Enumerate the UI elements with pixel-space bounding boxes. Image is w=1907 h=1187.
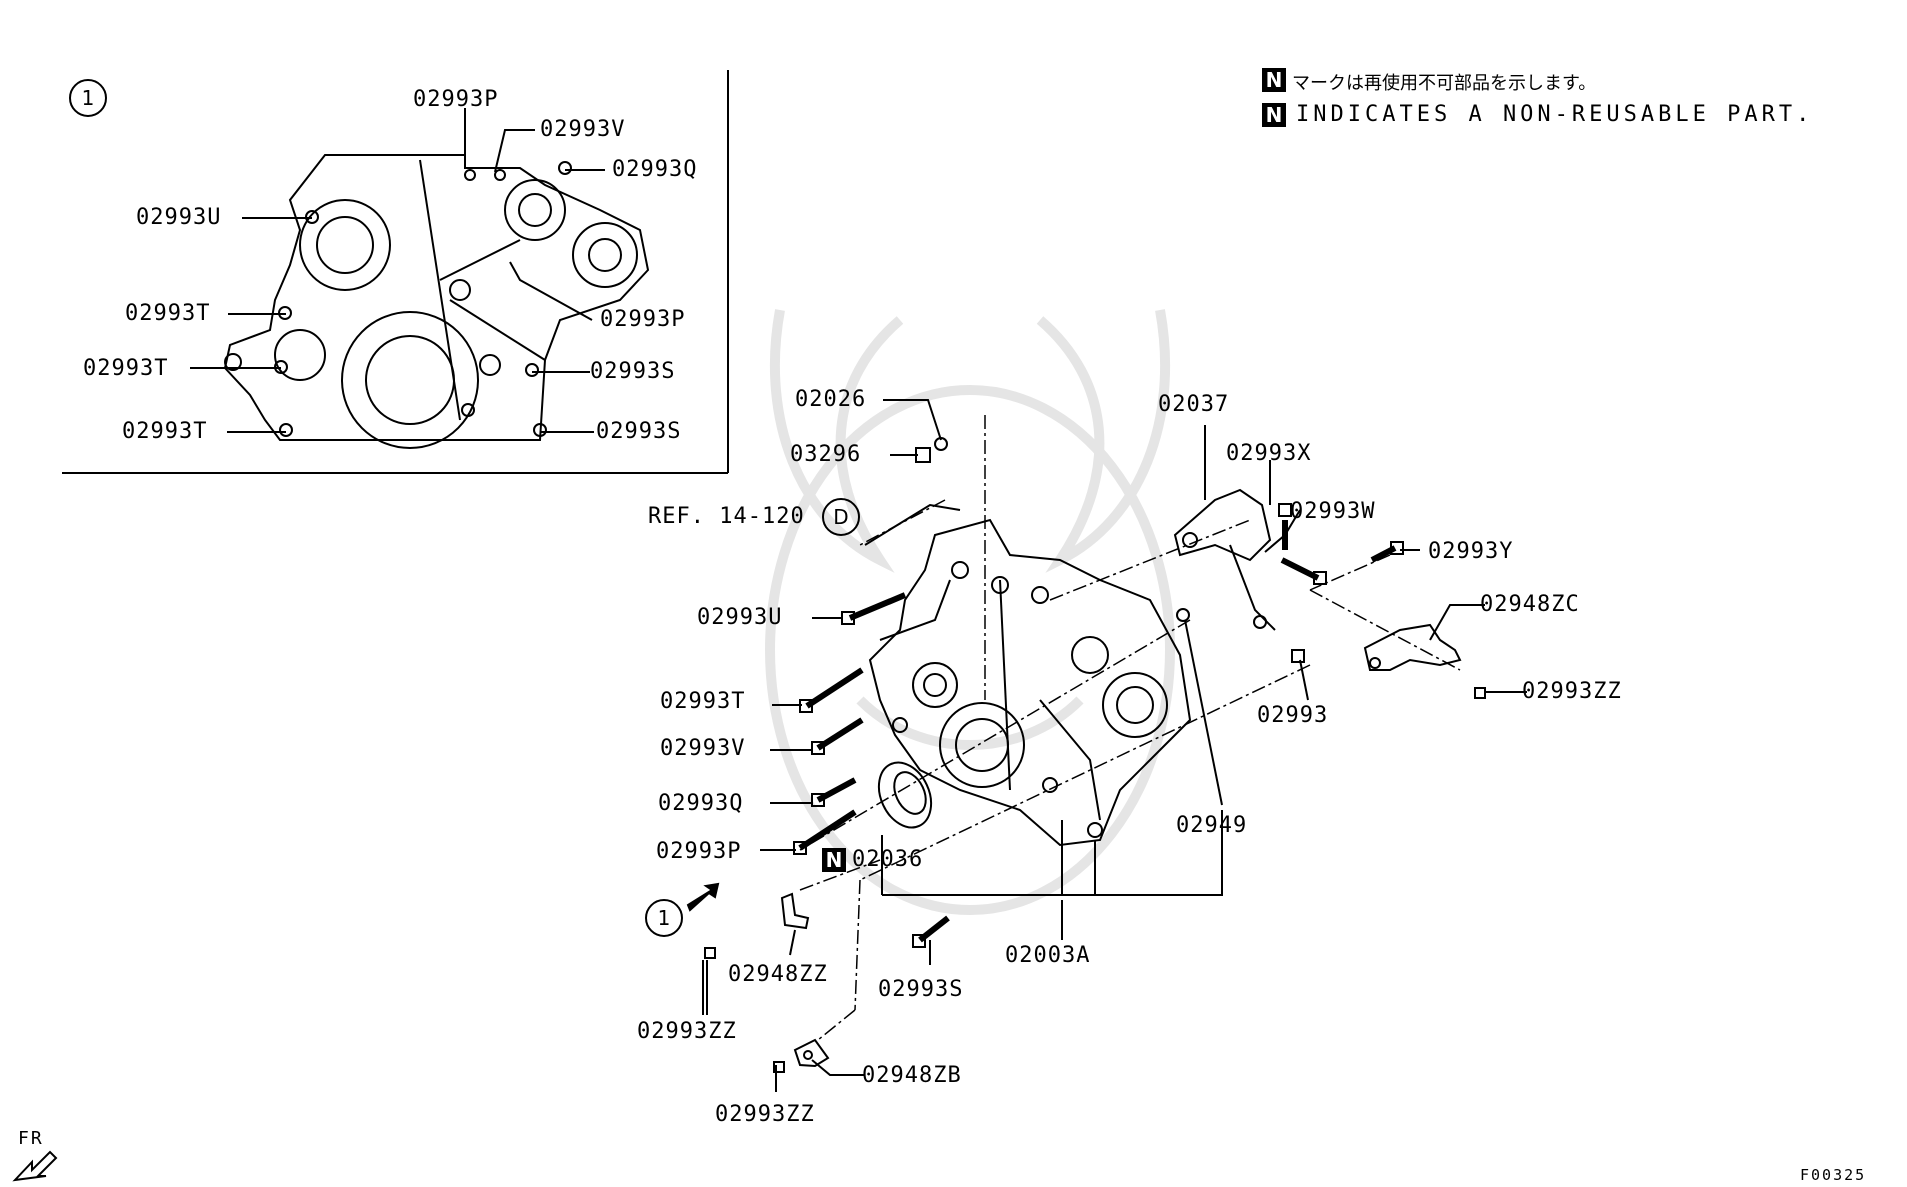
- legend-japanese-note: マークは再使用不可部品を示します。: [1292, 73, 1597, 94]
- inset-leaders: [190, 108, 605, 433]
- nonreusable-mark-icon: N: [1262, 103, 1286, 127]
- label-02993T: 02993T: [660, 689, 746, 714]
- legend-english-note: INDICATES A NON-REUSABLE PART.: [1296, 102, 1814, 127]
- label-02993ZZ-right: 02993ZZ: [1522, 679, 1622, 704]
- label-02949: 02949: [1176, 813, 1248, 838]
- label-02993ZZ-bottom: 02993ZZ: [715, 1102, 815, 1127]
- label-02026: 02026: [795, 387, 867, 412]
- bracket-02948ZC: [1363, 623, 1462, 671]
- assembly-centerlines: [799, 415, 1461, 1041]
- label-02036: 02036: [852, 847, 924, 872]
- inset-frame: [62, 70, 729, 474]
- front-direction-label: FR: [18, 1128, 44, 1149]
- inset-label-02993Q: 02993Q: [612, 157, 698, 182]
- label-02993V: 02993V: [660, 736, 746, 761]
- label-ref-14-120: REF. 14-120: [648, 504, 805, 529]
- bracket-02948ZZ: [780, 892, 810, 930]
- label-02948ZC: 02948ZC: [1480, 592, 1580, 617]
- inset-label-02993U: 02993U: [136, 205, 222, 230]
- inset-label-02993S-2: 02993S: [596, 419, 682, 444]
- oil-seal: [877, 761, 933, 829]
- label-03296: 03296: [790, 442, 862, 467]
- label-02993Y: 02993Y: [1428, 539, 1514, 564]
- label-02036-nonreusable-icon: N: [822, 848, 846, 872]
- label-02993W: 02993W: [1290, 499, 1376, 524]
- ref-circle-D: D: [822, 498, 860, 536]
- label-02993X: 02993X: [1226, 441, 1312, 466]
- inset-label-02993T-3: 02993T: [122, 419, 208, 444]
- label-02948ZB: 02948ZB: [862, 1063, 962, 1088]
- inset-label-02993P-top: 02993P: [413, 87, 499, 112]
- label-02993P: 02993P: [656, 839, 742, 864]
- inset-view-marker: 1: [69, 79, 107, 117]
- inset-label-02993P-mid: 02993P: [600, 307, 686, 332]
- figure-code: F00325: [1800, 1166, 1867, 1184]
- view-arrow: [686, 882, 720, 912]
- inset-label-02993T-2: 02993T: [83, 356, 169, 381]
- bracket-02037: [1173, 488, 1276, 631]
- label-02993Q: 02993Q: [658, 791, 744, 816]
- label-02993ZZ-left: 02993ZZ: [637, 1019, 737, 1044]
- main-leaders: [702, 399, 1527, 1092]
- label-02993U: 02993U: [697, 605, 783, 630]
- label-02993: 02993: [1257, 703, 1329, 728]
- label-02993S: 02993S: [878, 977, 964, 1002]
- inset-cover-drawing: [223, 154, 650, 449]
- label-02037: 02037: [1158, 392, 1230, 417]
- label-02003A: 02003A: [1005, 943, 1091, 968]
- inset-label-02993V: 02993V: [540, 117, 626, 142]
- inset-label-02993T-1: 02993T: [125, 301, 211, 326]
- nonreusable-mark-icon: N: [1262, 68, 1286, 92]
- main-view-marker: 1: [645, 899, 683, 937]
- bracket-02948ZB: [793, 1038, 830, 1068]
- timing-cover-body: [868, 518, 1192, 847]
- label-02948ZZ: 02948ZZ: [728, 962, 828, 987]
- inset-label-02993S-1: 02993S: [590, 359, 676, 384]
- fr-arrow: [12, 1150, 58, 1182]
